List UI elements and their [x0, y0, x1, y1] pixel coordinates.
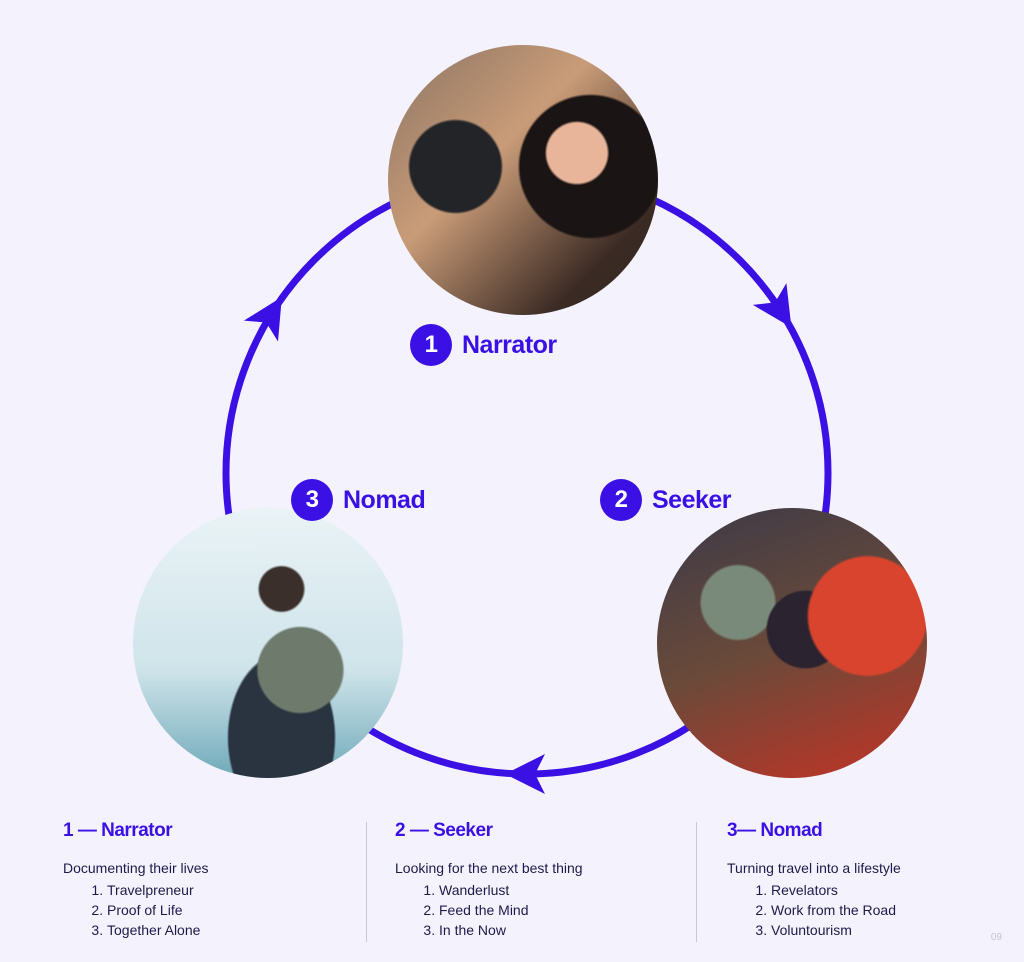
nomad-photo — [133, 508, 403, 778]
seeker-photo — [657, 508, 927, 778]
arrowhead-icon — [505, 754, 545, 794]
column-subtitle: Turning travel into a lifestyle — [727, 860, 901, 876]
number-badge: 1 — [410, 324, 452, 366]
list-item: Work from the Road — [771, 900, 1024, 920]
arrowhead-icon — [243, 296, 282, 342]
narrator-photo — [388, 45, 658, 315]
narrator-column: 1 — Narrator Documenting their lives Tra… — [63, 820, 363, 940]
column-title: 2 — Seeker — [395, 820, 493, 841]
column-list: Travelpreneur Proof of Life Together Alo… — [63, 880, 363, 940]
list-item: Wanderlust — [439, 880, 695, 900]
node-label: Seeker — [652, 485, 732, 514]
column-title: 1 — Narrator — [63, 820, 173, 841]
column-list: Revelators Work from the Road Voluntouri… — [727, 880, 1024, 940]
arrowhead-icon — [752, 283, 792, 328]
column-list: Wanderlust Feed the Mind In the Now — [395, 880, 695, 940]
page-number: 09 — [990, 932, 1002, 943]
node-narrator: 1 Narrator — [410, 324, 557, 366]
divider — [696, 822, 697, 942]
seeker-column: 2 — Seeker Looking for the next best thi… — [395, 820, 695, 940]
list-item: Voluntourism — [771, 920, 1024, 940]
node-seeker: 2 Seeker — [600, 479, 732, 521]
list-item: Travelpreneur — [107, 880, 363, 900]
node-nomad: 3 Nomad — [291, 479, 426, 521]
number-badge: 3 — [291, 479, 333, 521]
column-subtitle: Documenting their lives — [63, 860, 209, 876]
list-item: Together Alone — [107, 920, 363, 940]
nomad-column: 3— Nomad Turning travel into a lifestyle… — [727, 820, 1024, 940]
column-title: 3— Nomad — [727, 820, 823, 841]
list-item: In the Now — [439, 920, 695, 940]
list-item: Feed the Mind — [439, 900, 695, 920]
number-badge: 2 — [600, 479, 642, 521]
divider — [366, 822, 367, 942]
node-label: Nomad — [343, 485, 426, 514]
list-item: Revelators — [771, 880, 1024, 900]
column-subtitle: Looking for the next best thing — [395, 860, 583, 876]
node-label: Narrator — [462, 330, 557, 359]
list-item: Proof of Life — [107, 900, 363, 920]
